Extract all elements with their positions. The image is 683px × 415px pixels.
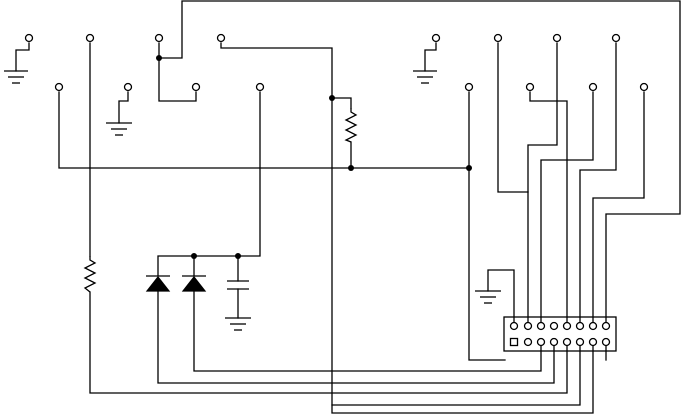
wire-terminal-15 [580, 43, 616, 322]
wire-terminal-14 [528, 43, 557, 192]
connector-body [504, 317, 616, 351]
input-terminals [26, 35, 648, 91]
wire-top-loop [159, 1, 680, 322]
terminal-icon [613, 35, 620, 42]
terminal-icon [218, 35, 225, 42]
connector-pin [590, 323, 597, 330]
terminal-icon [125, 84, 132, 91]
junction-dot [348, 165, 354, 171]
connector-pin [590, 339, 597, 346]
terminal-icon [527, 84, 534, 91]
ground-icon [475, 291, 501, 303]
connector-pin [577, 339, 584, 346]
terminal-icon [156, 35, 163, 42]
wire-diode-1-bottom [158, 291, 554, 383]
junction-dot [329, 95, 335, 101]
wire-terminal-6 [119, 92, 128, 123]
resistor-icon [346, 108, 356, 142]
wire-connector-pin-bottom-7 [332, 346, 580, 405]
ground-icon [106, 123, 132, 135]
connector-pin-1-square [511, 339, 518, 346]
connector-top-row [511, 323, 610, 330]
connector-pin [577, 323, 584, 330]
junction-dot [156, 55, 162, 61]
diode-icon [146, 276, 170, 291]
capacitor-icon [227, 281, 249, 289]
wire-resistor-2-branch [332, 98, 351, 108]
wire-terminal-1 [16, 43, 29, 71]
wire-connector-ground [488, 270, 514, 322]
connector-pin [525, 323, 532, 330]
terminal-icon [590, 84, 597, 91]
junction-dot [466, 165, 472, 171]
junction-dot [235, 253, 241, 259]
connector-header [504, 317, 616, 351]
terminal-icon [257, 84, 264, 91]
wire-terminal-8 [158, 92, 260, 275]
connector-pin [603, 323, 610, 330]
wire-terminal-4 [221, 43, 593, 413]
connector-pin [603, 339, 610, 346]
wire-terminal-16 [593, 92, 644, 322]
junction-dots [156, 55, 472, 259]
wire-terminal-2-lower [90, 292, 567, 393]
diode-icon [182, 276, 206, 291]
connector-pin [551, 323, 558, 330]
wire-terminal-9 [425, 43, 436, 71]
terminal-icon [554, 35, 561, 42]
connector-pin [538, 339, 545, 346]
connector-pin [525, 339, 532, 346]
wire-terminal-11 [469, 92, 505, 360]
wire-bus-horizontal [59, 92, 469, 168]
ground-symbols [4, 71, 501, 330]
connector-bottom-row [511, 339, 610, 346]
ground-icon [413, 71, 437, 83]
wire-terminal-3 [159, 43, 196, 101]
wire-terminal-13 [530, 92, 567, 322]
terminal-icon [193, 84, 200, 91]
terminal-icon [641, 84, 648, 91]
ground-icon [4, 71, 28, 83]
resistor-icon [85, 256, 95, 292]
connector-pin [538, 323, 545, 330]
connector-pin [564, 323, 571, 330]
wire-terminal-12 [498, 43, 528, 322]
terminal-icon [26, 35, 33, 42]
junction-dot [191, 253, 197, 259]
terminal-icon [56, 84, 63, 91]
terminal-icon [495, 35, 502, 42]
terminal-icon [466, 84, 473, 91]
connector-pin [564, 339, 571, 346]
connector-pin [551, 339, 558, 346]
ground-icon [225, 318, 251, 330]
terminal-icon [433, 35, 440, 42]
connector-pin [511, 323, 518, 330]
terminal-icon [87, 35, 94, 42]
